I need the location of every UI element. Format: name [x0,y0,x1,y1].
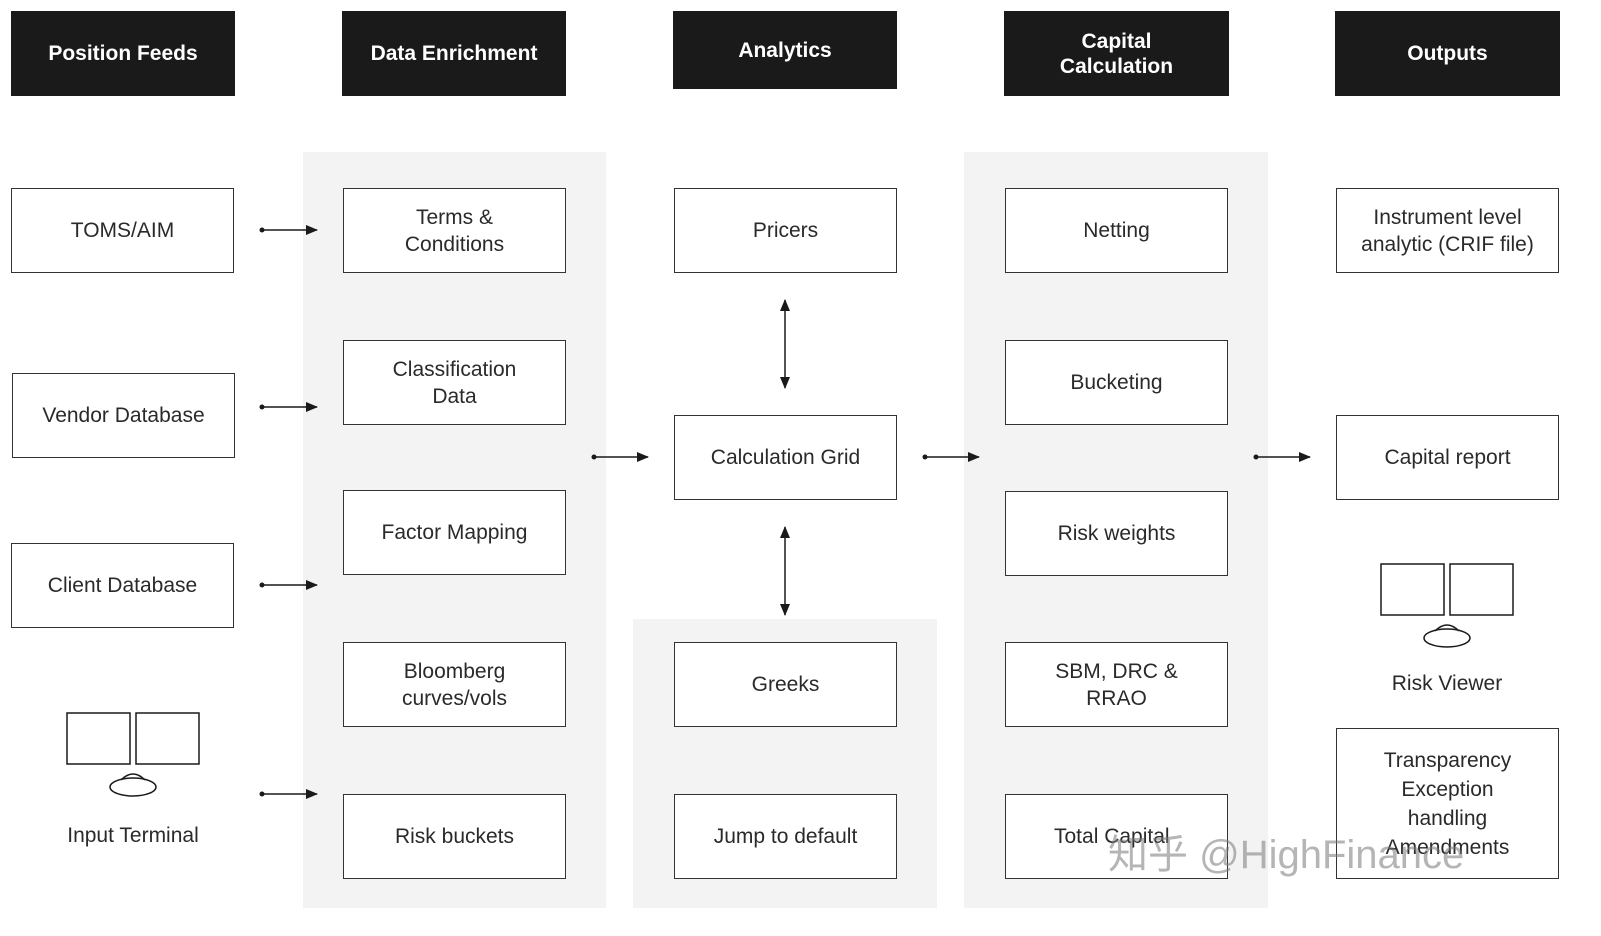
sbm-drc-rrao-box: SBM, DRC & RRAO [1005,642,1228,727]
sbm-drc-rrao-label: SBM, DRC & RRAO [1055,659,1178,710]
pricers-label: Pricers [752,219,819,242]
netting-label: Netting [1083,219,1150,242]
arrow-right-icon [922,452,980,462]
risk-weights-box: Risk weights [1005,491,1228,576]
netting-box: Netting [1005,188,1228,273]
greeks-label: Greeks [751,673,820,696]
arrow-right-icon [591,452,649,462]
bloomberg-box: Bloomberg curves/vols [343,642,566,727]
capital-report-label: Capital report [1384,446,1511,469]
instrument-level-label: Instrument level analytic (CRIF file) [1361,205,1534,256]
arrow-right-icon [259,402,318,412]
toms-aim-label: TOMS/AIM [70,219,175,242]
risk-weights-label: Risk weights [1057,522,1176,545]
risk-buckets-label: Risk buckets [394,825,515,848]
bucketing-box: Bucketing [1005,340,1228,425]
client-database-box: Client Database [11,543,234,628]
header-outputs: Outputs [1335,11,1560,96]
calculation-grid-label: Calculation Grid [710,446,861,469]
jump-to-default-box: Jump to default [674,794,897,879]
header-data-enrichment: Data Enrichment [342,11,566,96]
factor-mapping-label: Factor Mapping [381,521,528,544]
risk-buckets-box: Risk buckets [343,794,566,879]
transparency-label: Transparency Exception handling Amendmen… [1383,748,1512,859]
capital-report-box: Capital report [1336,415,1559,500]
vendor-database-label: Vendor Database [42,404,205,427]
bucketing-label: Bucketing [1070,371,1163,394]
total-capital-label: Total Capital [1054,825,1170,848]
toms-aim-box: TOMS/AIM [11,188,234,273]
client-database-label: Client Database [47,574,198,597]
transparency-box: Transparency Exception handling Amendmen… [1336,728,1559,879]
terms-conditions-label: Terms & Conditions [404,205,505,256]
header-analytics: Analytics [673,11,897,89]
terms-conditions-box: Terms & Conditions [343,188,566,273]
header-capital-calculation-text: Capital Calculation [1059,29,1174,78]
arrow-right-icon [259,580,318,590]
risk-viewer-label: Risk Viewer [1391,672,1503,695]
arrow-right-icon [259,225,318,235]
header-position-feeds: Position Feeds [11,11,235,96]
classification-data-label: Classification Data [392,357,517,408]
monitor-icon [66,712,200,797]
header-capital-calculation: Capital Calculation [1004,11,1229,96]
total-capital-box: Total Capital [1005,794,1228,879]
arrow-right-icon [1253,452,1311,462]
monitor-icon [1380,563,1514,648]
calculation-grid-box: Calculation Grid [674,415,897,500]
jump-to-default-label: Jump to default [713,825,858,848]
vendor-database-box: Vendor Database [12,373,235,458]
greeks-box: Greeks [674,642,897,727]
bloomberg-label: Bloomberg curves/vols [401,659,508,710]
pricers-box: Pricers [674,188,897,273]
watermark: 知乎 @HighFinance [1108,833,1465,877]
input-terminal-label: Input Terminal [67,824,199,847]
instrument-level-box: Instrument level analytic (CRIF file) [1336,188,1559,273]
classification-data-box: Classification Data [343,340,566,425]
arrow-right-icon [259,789,318,799]
factor-mapping-box: Factor Mapping [343,490,566,575]
